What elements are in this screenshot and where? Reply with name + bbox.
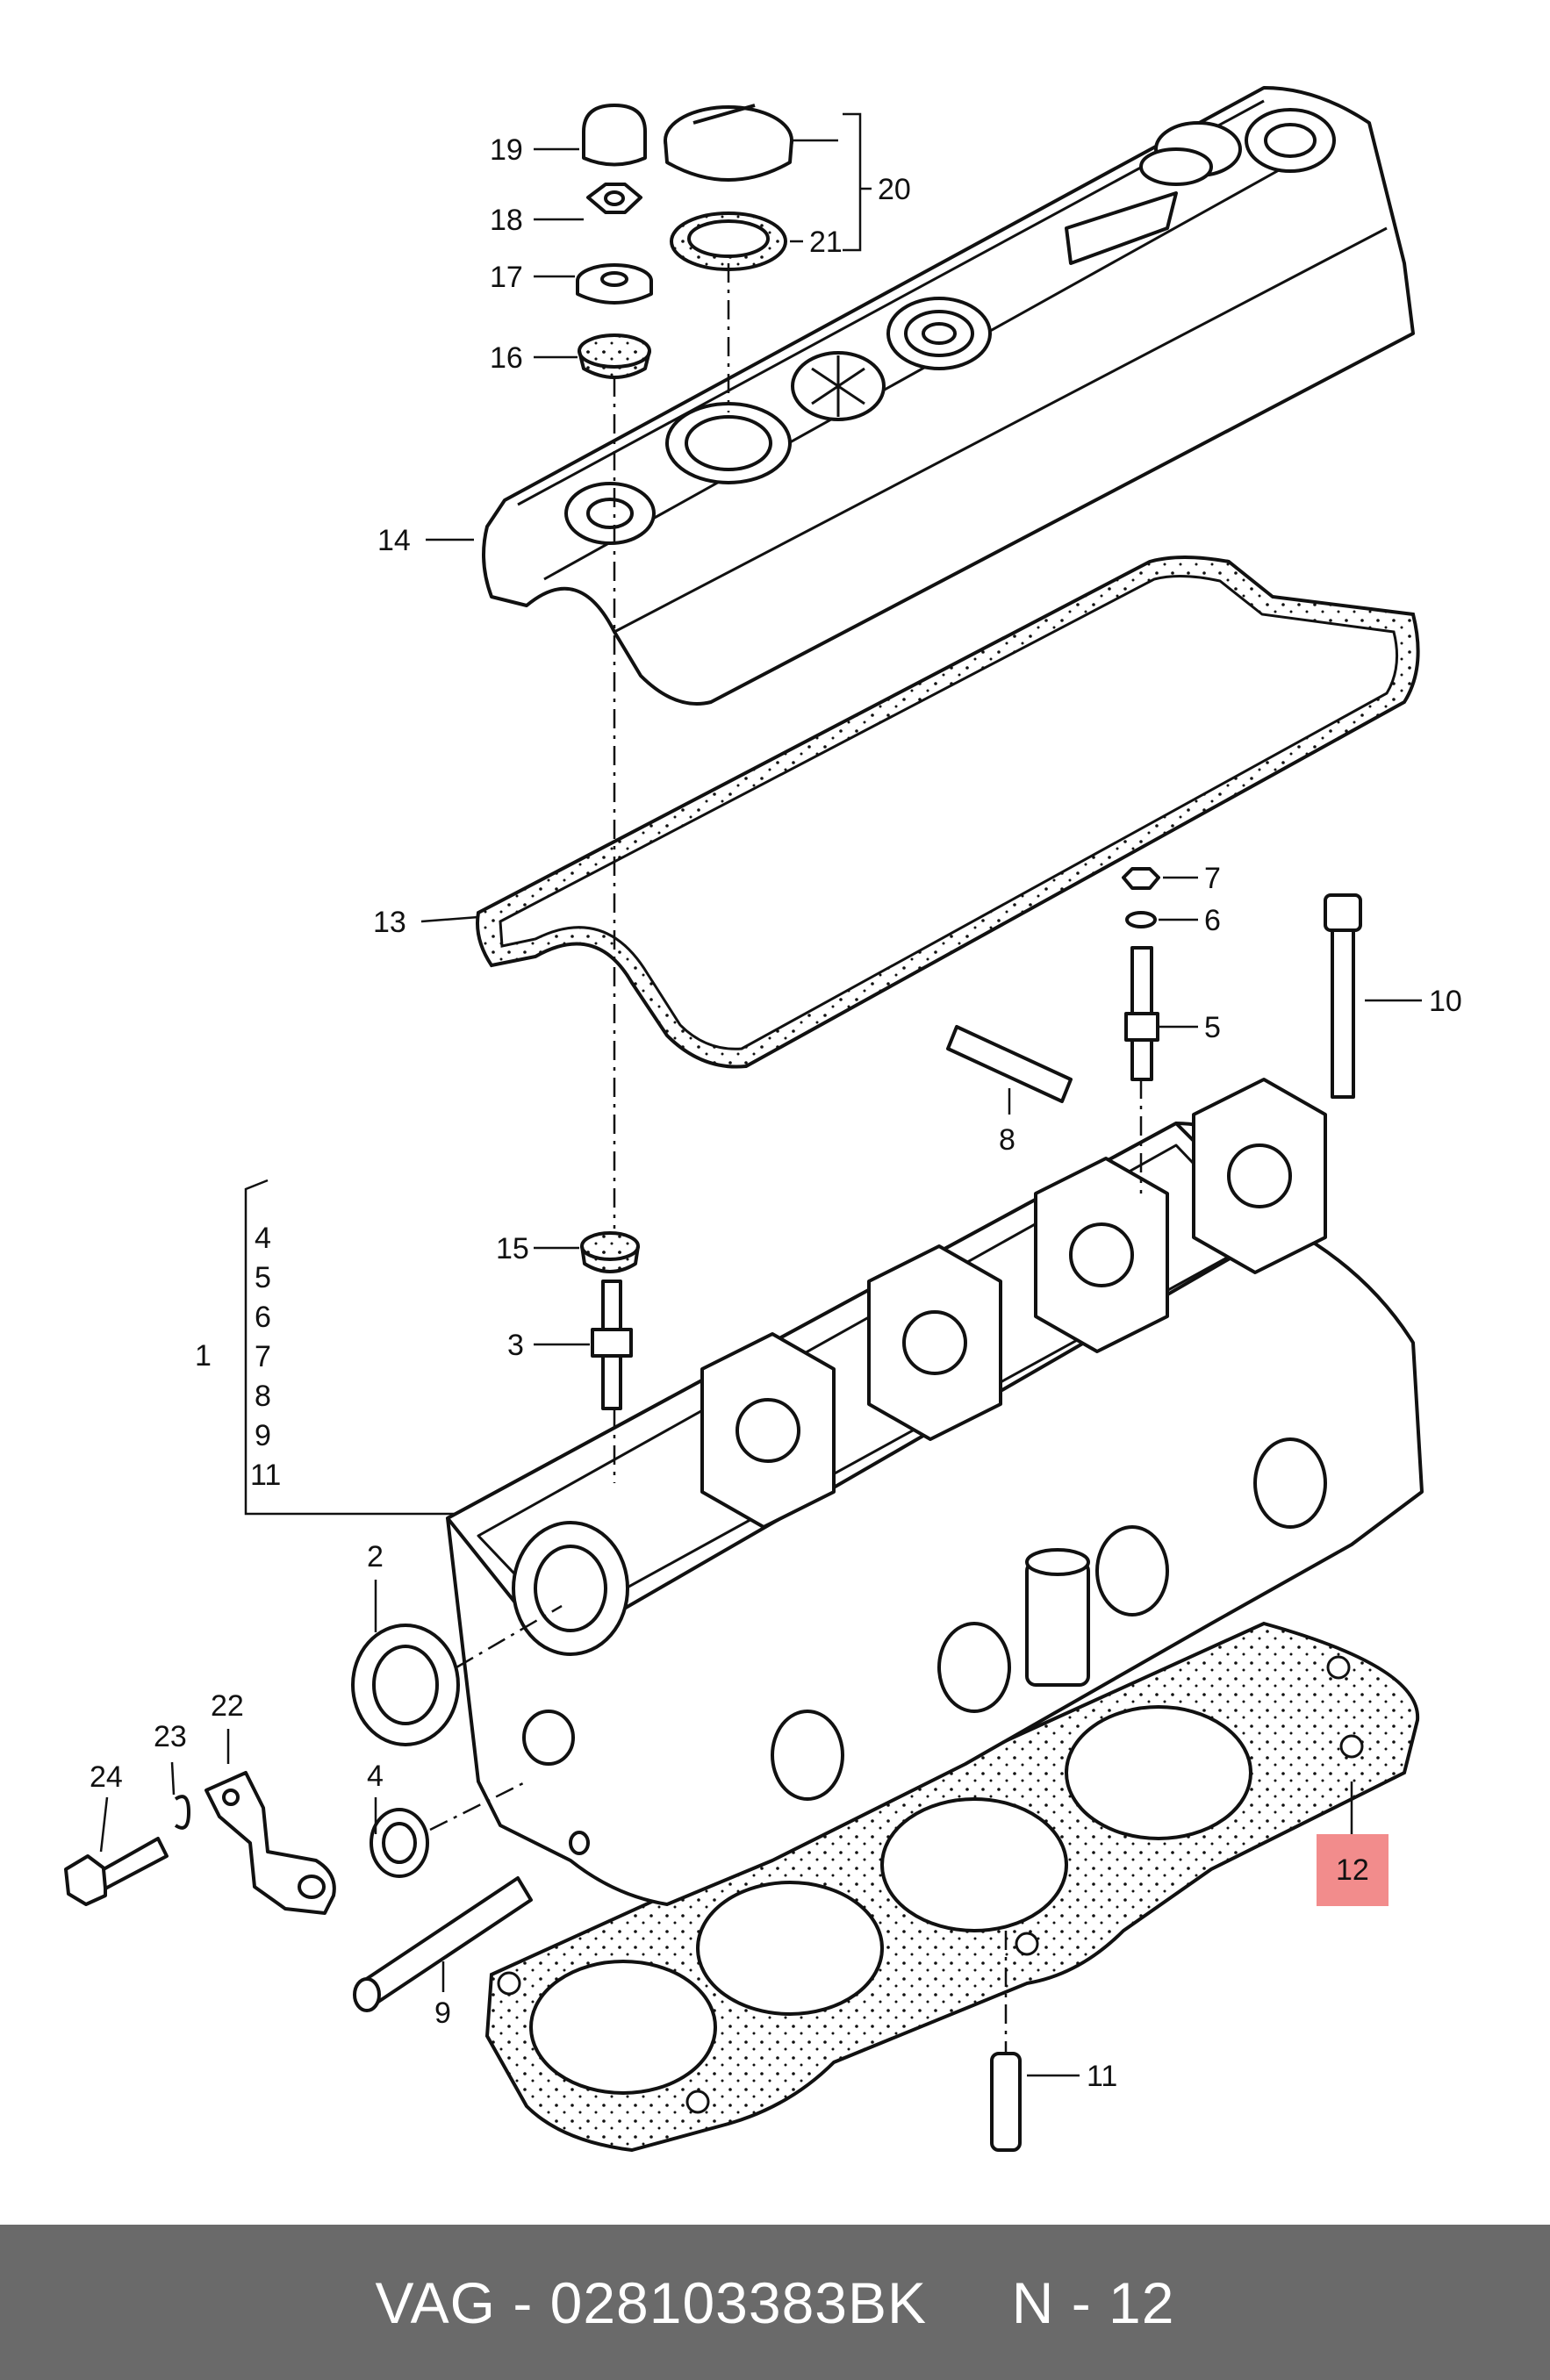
callout-23: 23 xyxy=(154,1720,187,1753)
callout-19: 19 xyxy=(490,133,523,167)
cylinder-head-gasket-drawing xyxy=(484,1621,1420,2153)
callout-18: 18 xyxy=(490,204,523,237)
callout-6: 6 xyxy=(1204,904,1221,937)
callout-11: 11 xyxy=(1087,2060,1117,2093)
callout-17: 17 xyxy=(490,261,523,294)
callout-8: 8 xyxy=(999,1123,1015,1157)
callout-13: 13 xyxy=(373,906,406,939)
callout-16: 16 xyxy=(490,341,523,375)
footer-part-number: VAG - 028103383BK N - 12 xyxy=(375,2269,1175,2335)
callout-9: 9 xyxy=(434,1996,451,2030)
callout-15: 15 xyxy=(496,1232,529,1265)
callout-21: 21 xyxy=(809,226,843,259)
callout-5: 5 xyxy=(1204,1011,1221,1044)
callout-14: 14 xyxy=(377,524,411,557)
bracket-item-1: 5 xyxy=(255,1261,271,1294)
part-12-highlight xyxy=(1317,1834,1389,1906)
valve-cover-drawing xyxy=(482,86,1415,706)
bracket-item-6: 11 xyxy=(250,1459,281,1492)
leader-lines xyxy=(99,112,1422,2077)
callout-7: 7 xyxy=(1204,862,1221,895)
cylinder-head-drawing xyxy=(446,1078,1424,1906)
bracket-item-4: 8 xyxy=(255,1380,271,1413)
callout-12: 12 xyxy=(1336,1853,1369,1887)
callout-2: 2 xyxy=(367,1540,384,1574)
bracket-item-0: 4 xyxy=(255,1222,271,1255)
callout-20: 20 xyxy=(878,173,911,206)
bracket-item-3: 7 xyxy=(255,1340,271,1373)
exploded-parts-diagram: 19 18 17 16 20 21 14 13 7 6 5 10 8 15 3 … xyxy=(64,86,1462,2153)
callout-10: 10 xyxy=(1429,985,1462,1018)
callout-labels: 19 18 17 16 20 21 14 13 7 6 5 10 8 15 3 … xyxy=(90,133,1462,2093)
valve-cover-gasket-drawing xyxy=(476,556,1420,1069)
part-number-footer: VAG - 028103383BK N - 12 xyxy=(0,2225,1550,2380)
callout-3: 3 xyxy=(507,1329,524,1362)
bracket-item-2: 6 xyxy=(255,1301,271,1334)
small-parts-drawing xyxy=(64,104,1362,2152)
bracket-item-5: 9 xyxy=(255,1419,271,1452)
callout-24: 24 xyxy=(90,1760,123,1794)
callout-4: 4 xyxy=(367,1760,384,1793)
callout-22: 22 xyxy=(211,1689,244,1723)
callout-1: 1 xyxy=(195,1339,212,1373)
